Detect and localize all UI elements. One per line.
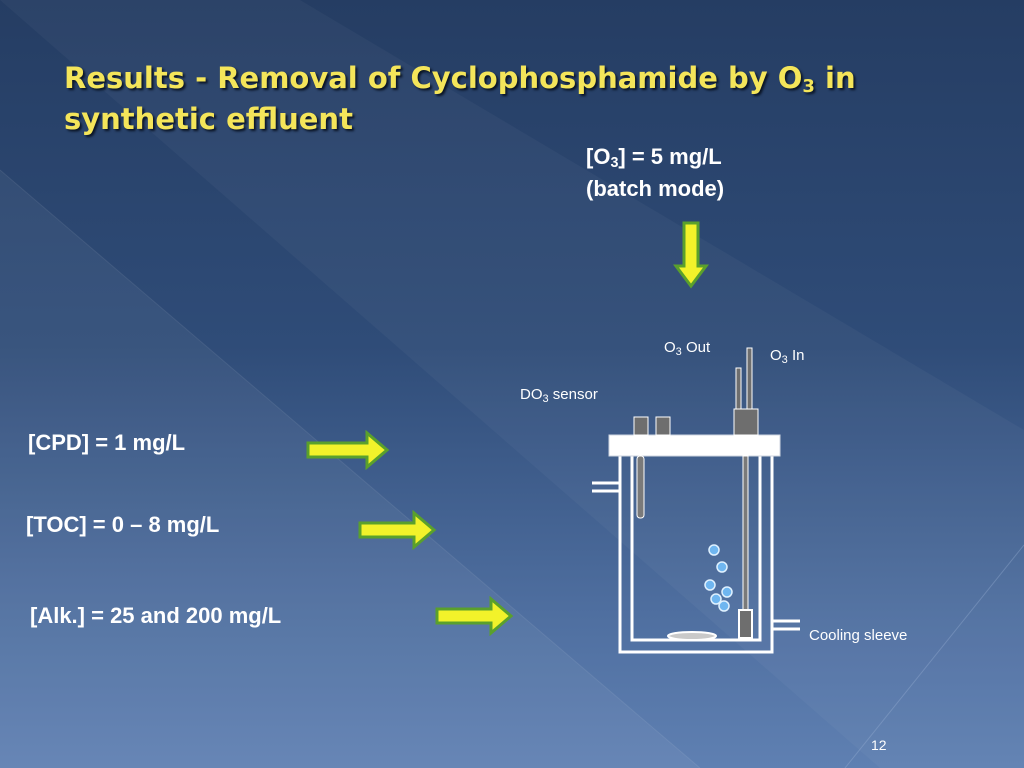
right-arrow-icon [358, 510, 437, 550]
bubble [721, 586, 733, 598]
do3-sensor-label: DO3 sensor [520, 386, 598, 405]
o3-out-tube [735, 367, 742, 410]
ozone-injection-tube [742, 455, 749, 613]
bubble [716, 561, 728, 573]
bubble [704, 579, 716, 591]
gas-port-block [733, 408, 759, 436]
gas-diffuser [738, 609, 753, 639]
reactor-lid [608, 434, 781, 457]
right-arrow-icon [435, 596, 514, 636]
magnetic-stir-bar [667, 631, 717, 641]
o3-in-label: O3 In [770, 347, 805, 366]
sensor-port [655, 416, 671, 436]
bubble [708, 544, 720, 556]
do3-sensor-probe [636, 455, 645, 519]
slide-title: Results - Removal of Cyclophosphamide by… [64, 61, 856, 136]
cpd-concentration-label: [CPD] = 1 mg/L [28, 430, 186, 455]
toc-concentration-label: [TOC] = 0 – 8 mg/L [26, 512, 220, 537]
o3-in-tube [746, 347, 753, 410]
alkalinity-label: [Alk.] = 25 and 200 mg/L [30, 603, 282, 628]
bubble [718, 600, 730, 612]
bubble [710, 593, 722, 605]
cooling-sleeve-label: Cooling sleeve [809, 627, 908, 644]
ozonation-reactor-diagram [592, 347, 800, 654]
page-number: 12 [871, 737, 887, 753]
cooling-jacket [618, 456, 774, 654]
ozone-concentration-label: [O3] = 5 mg/L(batch mode) [586, 144, 725, 201]
sensor-port [633, 416, 649, 436]
right-arrow-icon [306, 430, 390, 470]
down-arrow-icon [673, 221, 709, 289]
ozone-bubbles [704, 544, 733, 612]
o3-out-label: O3 Out [664, 339, 711, 358]
